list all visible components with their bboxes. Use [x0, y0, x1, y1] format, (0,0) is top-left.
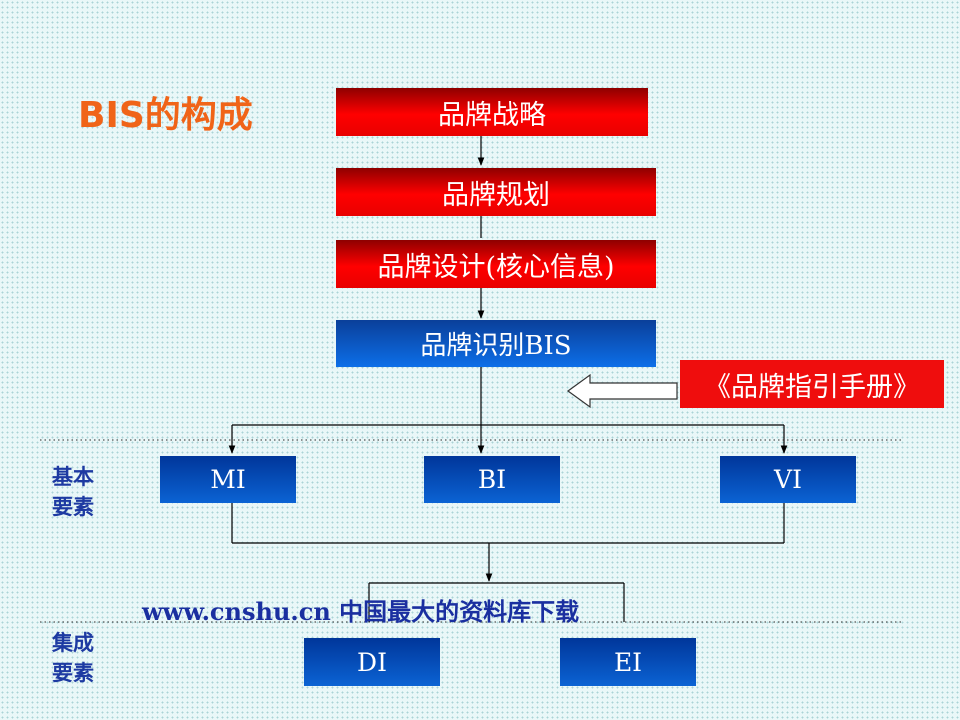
box-brand-identity: 品牌识别BIS: [336, 320, 656, 367]
hollow-arrow-left-icon: [566, 373, 678, 409]
box-mi: MI: [160, 456, 296, 503]
box-brand-design: 品牌设计(核心信息): [336, 240, 656, 288]
box-di: DI: [304, 638, 440, 686]
watermark-text: www.cnshu.cn 中国最大的资料库下载: [142, 597, 580, 626]
box-brand-planning: 品牌规划: [336, 168, 656, 216]
box-ei: EI: [560, 638, 696, 686]
label-integrated-line2: 要素: [52, 661, 94, 685]
label-basic-line1: 基本: [52, 465, 94, 489]
box-brand-manual: 《品牌指引手册》: [680, 360, 944, 408]
box-bi: BI: [424, 456, 560, 503]
box-brand-strategy: 品牌战略: [336, 88, 648, 136]
box-vi: VI: [720, 456, 856, 503]
label-integrated-elements: 集成 要素: [52, 628, 94, 688]
label-basic-line2: 要素: [52, 495, 94, 519]
label-basic-elements: 基本 要素: [52, 462, 94, 522]
label-integrated-line1: 集成: [52, 631, 94, 655]
page-title: BIS的构成: [78, 95, 253, 136]
